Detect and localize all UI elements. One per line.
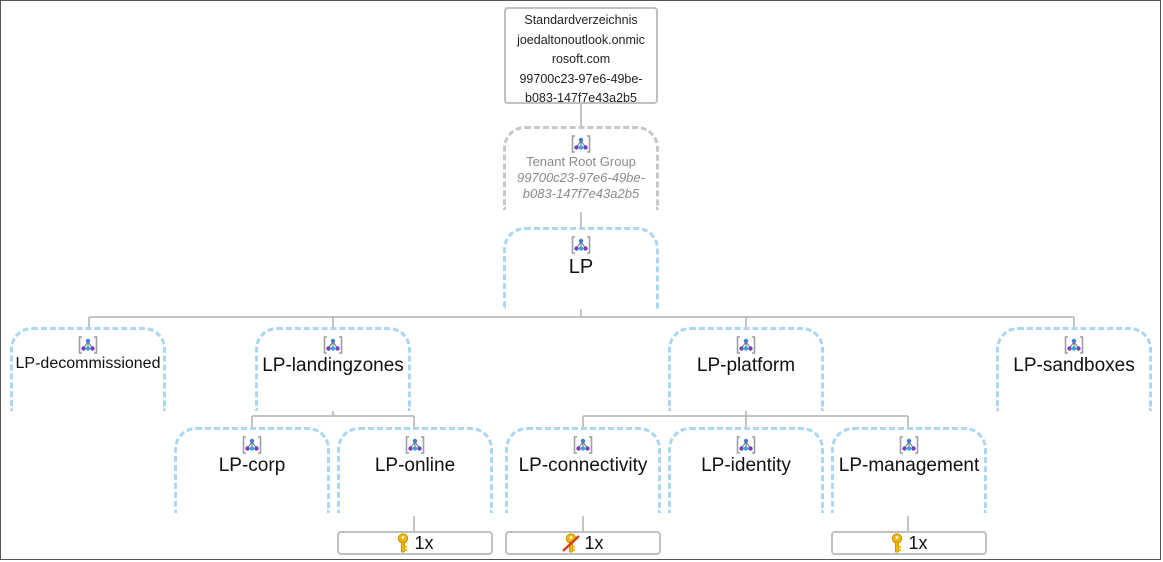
management-group-icon	[571, 135, 591, 153]
mg-lp-connectivity[interactable]: LP-connectivity	[505, 427, 661, 513]
resource-count: 1x	[584, 533, 604, 553]
mg-name: LP-platform	[696, 355, 796, 376]
mg-name: LP-online	[374, 455, 456, 476]
mg-name: LP-landingzones	[262, 355, 404, 376]
management-group-icon	[736, 436, 756, 454]
management-group-icon	[899, 436, 919, 454]
tenant-email-line2: rosoft.com	[551, 52, 611, 66]
mg-lp-sandboxes[interactable]: LP-sandboxes	[996, 327, 1152, 411]
management-group-icon	[323, 336, 343, 354]
management-group-icon	[736, 336, 756, 354]
management-group-icon	[571, 236, 591, 254]
mg-id-line1: 99700c23-97e6-49be-	[517, 170, 645, 185]
resource-box-management[interactable]: 1x	[831, 531, 987, 555]
mg-name: LP	[568, 256, 594, 278]
resource-box-online[interactable]: 1x	[337, 531, 493, 555]
mg-lp[interactable]: LP	[503, 227, 659, 309]
management-group-icon	[1064, 336, 1084, 354]
key-icon	[890, 533, 904, 553]
mg-name: LP-sandboxes	[1013, 355, 1135, 376]
mg-lp-management[interactable]: LP-management	[831, 427, 987, 513]
resource-box-connectivity[interactable]: 1x	[505, 531, 661, 555]
resource-count: 1x	[414, 533, 434, 553]
resource-count: 1x	[908, 533, 928, 553]
mg-id-line2: b083-147f7e43a2b5	[522, 186, 640, 201]
mg-name: LP-connectivity	[518, 455, 648, 476]
mg-name: LP-management	[838, 455, 980, 476]
mg-lp-corp[interactable]: LP-corp	[174, 427, 330, 513]
management-group-icon	[573, 436, 593, 454]
tenant-id-line1: 99700c23-97e6-49be-	[519, 71, 643, 86]
mg-lp-platform[interactable]: LP-platform	[668, 327, 824, 411]
mg-name: LP-corp	[218, 455, 286, 476]
key-icon	[396, 533, 410, 553]
mg-name: LP-decommissioned	[15, 355, 161, 372]
mg-lp-identity[interactable]: LP-identity	[668, 427, 824, 513]
mg-lp-decommissioned[interactable]: LP-decommissioned	[10, 327, 166, 411]
tenant-email-line1: joedaltonoutlook.onmic	[517, 32, 645, 47]
mg-lp-landingzones[interactable]: LP-landingzones	[255, 327, 411, 411]
management-group-icon	[78, 336, 98, 354]
tenant-box: Standardverzeichnis joedaltonoutlook.onm…	[504, 7, 658, 105]
tenant-id-line2: b083-147f7e43a2b5	[525, 91, 637, 105]
mg-name: LP-identity	[701, 455, 791, 476]
management-group-icon	[242, 436, 262, 454]
mg-lp-online[interactable]: LP-online	[337, 427, 493, 513]
management-group-icon	[405, 436, 425, 454]
key-icon	[562, 533, 581, 553]
tenant-label: Standardverzeichnis	[524, 13, 638, 27]
mg-tenant-root-group[interactable]: Tenant Root Group 99700c23-97e6-49be- b0…	[503, 126, 659, 210]
mg-name: Tenant Root Group	[526, 154, 636, 169]
